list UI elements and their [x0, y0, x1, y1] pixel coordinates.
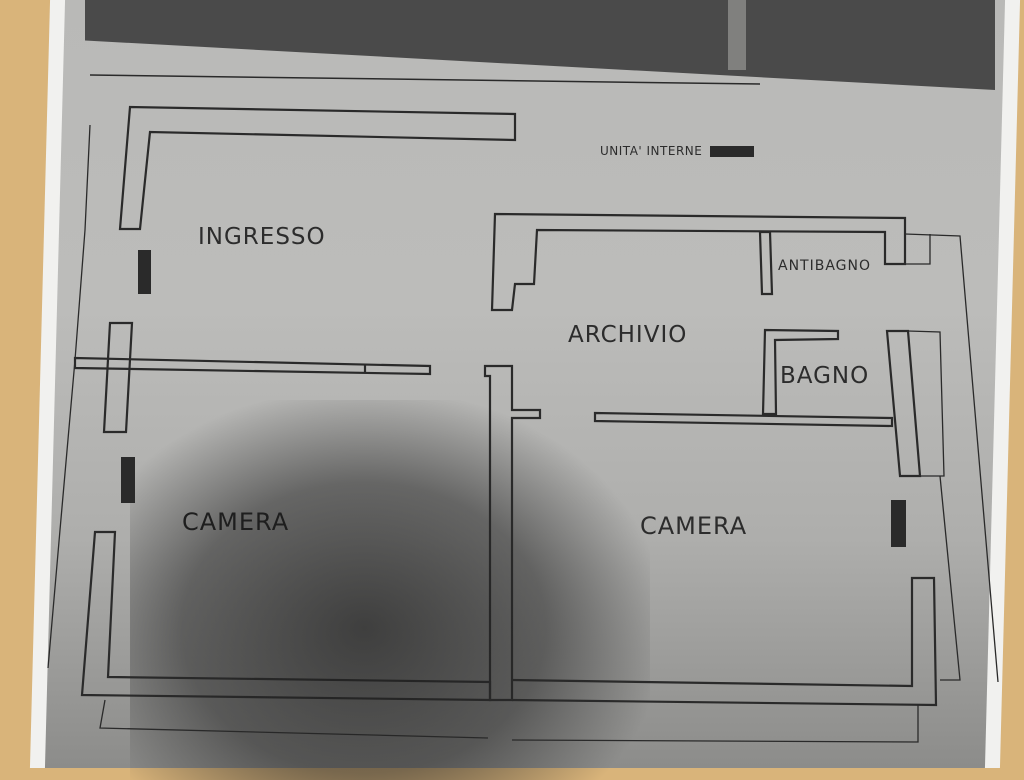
walls	[47, 74, 999, 743]
legend-label: UNITA' INTERNE	[600, 144, 703, 158]
room-label-camera-right: CAMERA	[640, 512, 748, 540]
background-pole	[728, 0, 746, 70]
indoor-unit-camera-left	[121, 457, 135, 503]
room-label-archivio: ARCHIVIO	[568, 322, 688, 348]
room-label-antibagno: ANTIBAGNO	[778, 258, 872, 274]
room-label-ingresso: INGRESSO	[198, 224, 326, 250]
room-label-camera-left: CAMERA	[182, 508, 290, 536]
indoor-unit-ingresso	[138, 250, 151, 294]
room-label-bagno: BAGNO	[780, 363, 870, 389]
legend-swatch-indoor-unit	[710, 145, 755, 157]
indoor-unit-camera-right	[891, 500, 906, 547]
legend: UNITA' INTERNE	[600, 144, 755, 158]
